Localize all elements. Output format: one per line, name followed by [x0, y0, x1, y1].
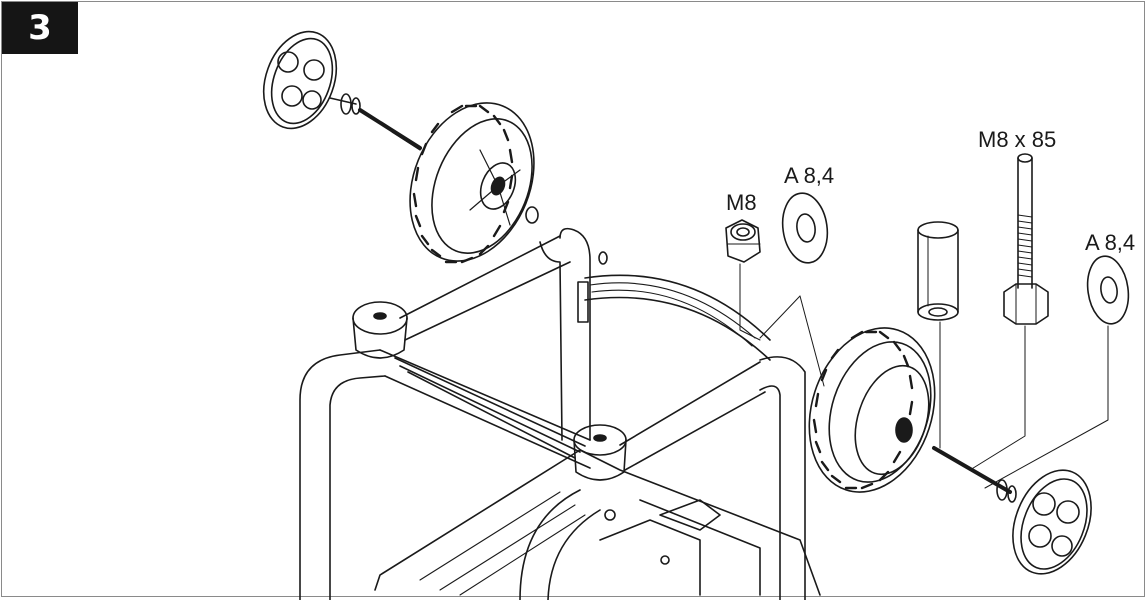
axle-right	[932, 446, 1017, 503]
spacer-sleeve	[917, 221, 959, 321]
generator-frame	[299, 227, 821, 600]
engine-block	[374, 449, 821, 596]
hub-cap-right	[1012, 469, 1092, 575]
hub-cap-left	[262, 30, 338, 130]
label-nut-m8: M8	[726, 190, 757, 215]
leader-lines	[739, 263, 1109, 489]
washer-outer	[1086, 255, 1130, 325]
step-number-badge: 3	[2, 2, 78, 54]
bolt-m8x85	[1003, 153, 1049, 325]
label-bolt-m8x85: M8 x 85	[978, 127, 1057, 152]
frame-nut	[598, 251, 608, 265]
axle-left	[329, 93, 422, 151]
corner-cap-left	[352, 301, 408, 359]
frame-bolt-head	[525, 206, 539, 224]
rear-handle-bracket	[577, 274, 771, 361]
wheel-right	[808, 327, 936, 493]
washer-inner	[781, 192, 829, 264]
label-washer-outer: A 8,4	[1085, 230, 1136, 255]
wheel-left	[409, 102, 535, 264]
label-washer-inner: A 8,4	[784, 163, 835, 188]
corner-cap-center	[573, 424, 627, 481]
nut-m8	[725, 219, 761, 263]
